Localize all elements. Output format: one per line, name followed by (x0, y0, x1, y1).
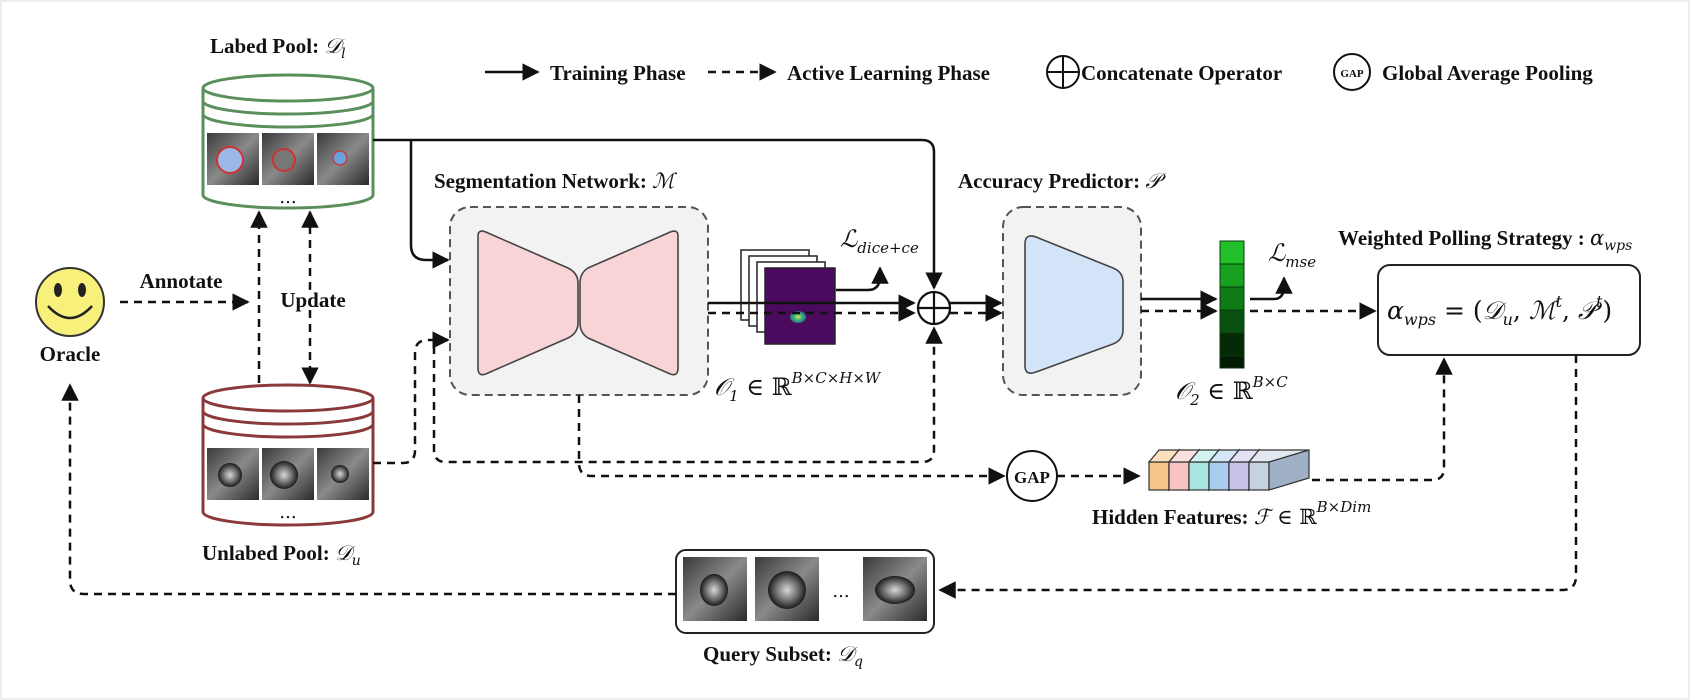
accuracy-predictor-title: Accuracy Predictor: 𝒫 (958, 169, 1166, 193)
unlabeled-pool-images (207, 448, 369, 500)
output2-label: 𝒪2 ∈ ℝB×C (1175, 373, 1288, 409)
update-label: Update (280, 288, 345, 312)
unlabeled-to-seg-arrow (373, 331, 450, 465)
labeled-to-seg-arrow (409, 140, 450, 269)
hidden-features-blocks (1147, 448, 1310, 492)
legend-concat-label: Concatenate Operator (1081, 61, 1282, 85)
legend: Training Phase Active Learning Phase Con… (485, 53, 1593, 91)
oracle: Oracle (35, 267, 105, 366)
mse-loss-label: ℒmse (1268, 239, 1316, 271)
unlabeled-pool-title: Unlabed Pool: 𝒟u (202, 541, 361, 569)
labeled-to-concat-arrow (373, 138, 943, 290)
gap-node: GAP (1006, 450, 1058, 502)
legend-training-label: Training Phase (550, 61, 686, 85)
output1-label: 𝒪1 ∈ ℝB×C×H×W (714, 369, 882, 405)
unlabeled-pool: ... Unlabed Pool: 𝒟u (201, 383, 375, 569)
oracle-label: Oracle (40, 342, 101, 366)
seg-to-gap-arrow (577, 395, 1006, 485)
query-to-oracle-arrow (61, 383, 676, 596)
labeled-pool: Labed Pool: 𝒟l ... (201, 34, 375, 210)
query-subset-ellipsis: ... (832, 581, 849, 602)
annotate-label: Annotate (140, 269, 223, 293)
wps-title: Weighted Polling Strategy : αwps (1338, 226, 1632, 254)
output2-vector (1219, 240, 1245, 369)
features-to-wps-arrow (1312, 357, 1453, 482)
dice-loss-label: ℒdice+ce (840, 225, 919, 257)
dice-loss-arrow (836, 266, 889, 292)
decoder-shape (579, 230, 679, 376)
predictor-shape (1024, 235, 1124, 374)
legend-active-label: Active Learning Phase (787, 61, 990, 85)
query-subset-images (683, 557, 927, 621)
concatenate-node (916, 290, 952, 326)
encoder-shape (477, 230, 579, 376)
gap-legend-symbol: GAP (1340, 68, 1364, 80)
unlabeled-pool-ellipsis: ... (279, 502, 296, 523)
hidden-features-label: Hidden Features: ℱ ∈ ℝB×Dim (1092, 498, 1371, 529)
query-subset-title: Query Subset: 𝒟q (703, 642, 863, 670)
seg-network-title: Segmentation Network: ℳ (434, 169, 678, 193)
labeled-pool-images (207, 133, 369, 185)
gap-node-label: GAP (1014, 468, 1050, 487)
output1-feature-maps (740, 249, 836, 345)
concatenate-icon (1046, 55, 1080, 89)
wps-formula-box (1377, 264, 1641, 356)
smiley-icon (35, 267, 105, 337)
mse-loss-arrow (1250, 276, 1293, 301)
legend-gap-label: Global Average Pooling (1382, 61, 1593, 85)
wps-to-query-arrow (938, 355, 1578, 599)
gap-legend-icon: GAP (1333, 53, 1371, 91)
labeled-pool-ellipsis: ... (279, 187, 296, 208)
labeled-pool-title: Labed Pool: 𝒟l (210, 34, 346, 62)
